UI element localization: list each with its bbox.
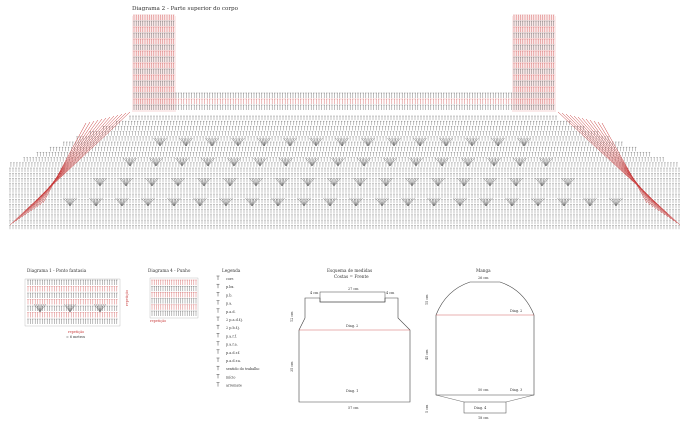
- body-outline: [298, 297, 411, 403]
- legend-item-label: corr.: [226, 277, 234, 281]
- hdc-icon: [216, 300, 220, 305]
- schema-subtitle: Costas = Frente: [334, 274, 369, 279]
- measure-schema: Esquema de medidas Costas = Frente 4 cm …: [290, 268, 411, 410]
- start-icon: [216, 374, 220, 379]
- diagram-1-multiple: = 6 metros: [66, 335, 85, 339]
- bpdc-icon: [216, 341, 220, 346]
- diagram-1: Diagrama 1 - Ponto fantasia repetição = …: [24, 268, 129, 339]
- legend-item-label: p.a.: [226, 302, 232, 306]
- legend-item-label: 2 p.b.f.j.: [226, 326, 240, 330]
- diagram-4-title: Diagrama 4 - Punho: [148, 268, 191, 273]
- dc2tog-icon: [216, 316, 220, 321]
- diagram-2: Diagrama 2 - Parte superior do corpo: [9, 6, 681, 230]
- diagram-4-repeat: repetição: [150, 319, 166, 323]
- direction-icon: [216, 365, 220, 371]
- sleeve-outline: [435, 281, 535, 396]
- sc2tog-icon: [216, 324, 220, 330]
- sleeve-title: Manga: [476, 268, 491, 273]
- legend-title: Legenda: [222, 268, 241, 273]
- legend-item-label: sentido do trabalho: [226, 367, 259, 371]
- diagram-4: Diagrama 4 - Punho repetição: [148, 268, 199, 323]
- legend-item-label: início: [226, 375, 235, 379]
- right-strap: [512, 14, 556, 112]
- legend: Legenda corr. p.bx. p.b. p.a. p.a.d. 2 p.a.d.…: [216, 268, 259, 388]
- yoke-body: [9, 111, 681, 230]
- schema-title: Esquema de medidas: [327, 268, 372, 273]
- neck-band: [175, 92, 513, 110]
- legend-item-label: 2 p.a.d.f.j.: [226, 318, 243, 322]
- sleeve-schema: Manga 26 cm 15 cm 45 cm 5 cm 50 cm 18 cm…: [425, 268, 535, 420]
- diagram-2-title: Diagrama 2 - Parte superior do corpo: [132, 6, 239, 12]
- fpdc-icon: [216, 333, 220, 338]
- legend-item-label: p.bx.: [226, 285, 234, 289]
- fptr-icon: [216, 349, 220, 354]
- legend-item-label: p.a.d.: [226, 310, 236, 314]
- left-strap: [132, 14, 176, 112]
- bptr-icon: [216, 357, 220, 362]
- diagram-1-repeat: repetição: [68, 330, 84, 334]
- legend-item-label: arremate: [226, 384, 242, 388]
- dc-icon: [216, 308, 220, 313]
- chain-icon: [216, 275, 220, 280]
- finish-icon: [216, 382, 220, 387]
- legend-item-label: p.a.r.f.: [226, 334, 237, 338]
- slip-stitch-icon: [216, 283, 220, 289]
- sc-icon: [216, 292, 220, 297]
- legend-item-label: p.a.d.r.a.: [226, 359, 241, 363]
- legend-item-label: p.a.r.a.: [226, 343, 238, 347]
- legend-item-label: p.a.d.r.f.: [226, 351, 240, 355]
- diagram-1-title: Diagrama 1 - Ponto fantasia: [27, 268, 87, 273]
- legend-item-label: p.b.: [226, 293, 233, 297]
